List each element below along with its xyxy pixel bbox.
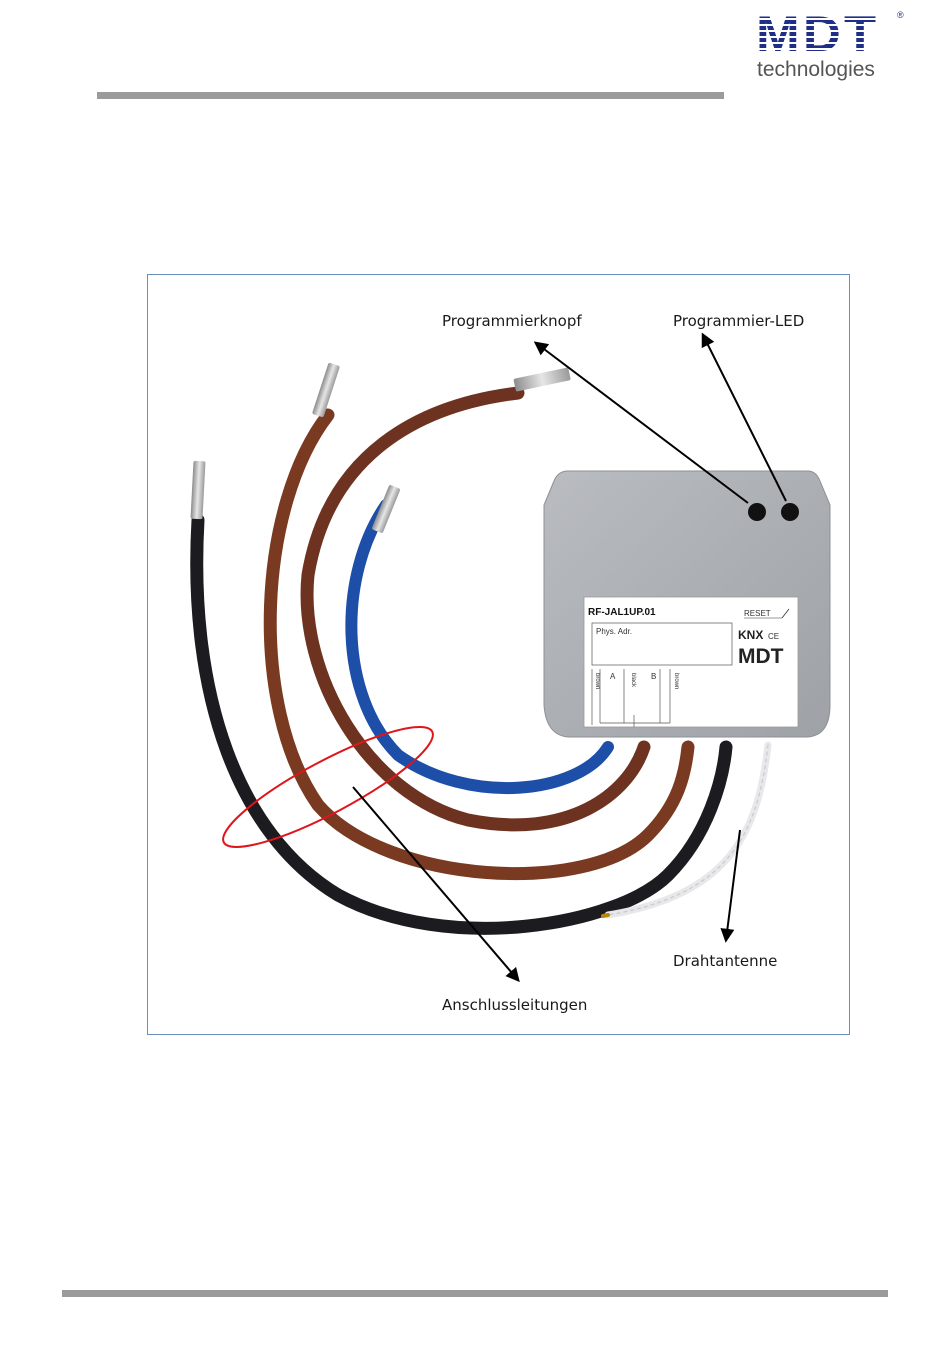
terminal-a: A xyxy=(610,672,616,681)
label-programmierknopf: Programmierknopf xyxy=(442,312,582,330)
footer-divider xyxy=(62,1290,888,1297)
logo-wordmark: MDT xyxy=(756,8,879,60)
label-anschlussleitungen: Anschlussleitungen xyxy=(442,996,587,1014)
device-model: RF-JAL1UP.01 xyxy=(588,607,656,618)
program-button xyxy=(748,503,766,521)
reset-label: RESET xyxy=(744,609,771,618)
mdt-logo: MDT ® technologies xyxy=(752,8,907,88)
header-divider xyxy=(97,92,724,99)
knx-mark: KNX xyxy=(738,628,763,642)
wire-label-brown-2: brown xyxy=(673,673,679,689)
device-figure: RF-JAL1UP.01 RESET Phys. Adr. KNX CE MDT… xyxy=(147,274,850,1035)
terminal-b: B xyxy=(651,672,656,681)
wire-label-black: black xyxy=(630,673,636,688)
program-led xyxy=(781,503,799,521)
device-brand: MDT xyxy=(738,645,784,668)
logo-subtitle: technologies xyxy=(757,58,875,82)
device-illustration: RF-JAL1UP.01 RESET Phys. Adr. KNX CE MDT… xyxy=(148,275,851,1036)
wire-label-brown-1: brown xyxy=(594,673,600,689)
label-programmier-led: Programmier-LED xyxy=(673,312,804,330)
logo-registered-mark: ® xyxy=(897,10,904,20)
device-housing: RF-JAL1UP.01 RESET Phys. Adr. KNX CE MDT… xyxy=(544,471,830,737)
ce-mark: CE xyxy=(768,632,779,641)
label-drahtantenne: Drahtantenne xyxy=(673,952,777,970)
phys-adr-label: Phys. Adr. xyxy=(596,627,632,636)
arrow-anschlussleitungen xyxy=(353,787,518,980)
